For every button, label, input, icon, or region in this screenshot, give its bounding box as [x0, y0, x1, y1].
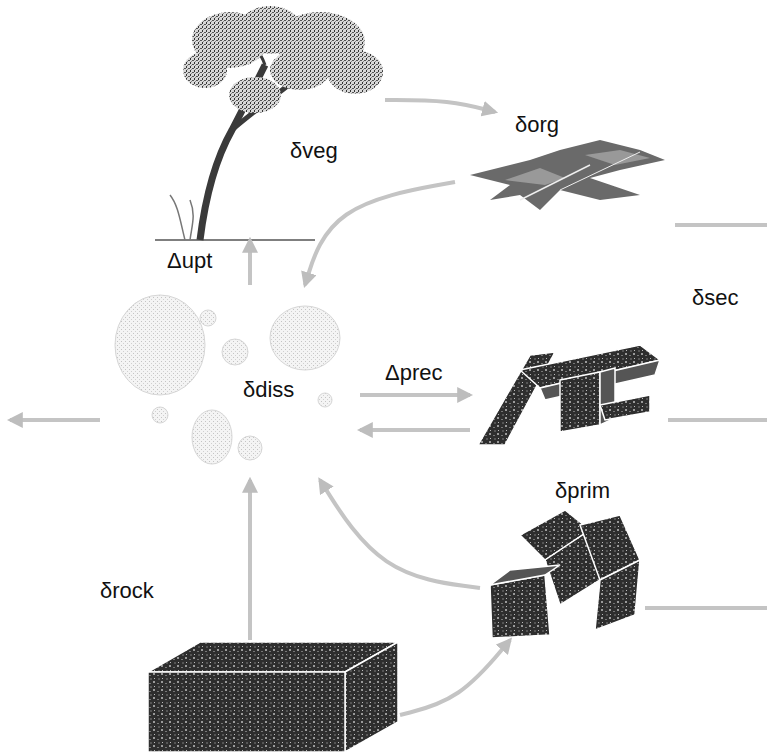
flux-label: Δupt	[165, 248, 214, 273]
primary-minerals	[490, 510, 640, 638]
pool-label: δprim	[555, 478, 610, 503]
precipitate-crystal	[478, 345, 660, 445]
litter-illustration	[470, 140, 665, 210]
pool-label: δorg	[515, 112, 559, 137]
flux-label: Δprec	[383, 360, 445, 385]
bedrock-block	[148, 642, 398, 752]
pool-label: δrock	[100, 578, 154, 603]
flux-arrow	[248, 240, 252, 285]
vegetation-pool: δveg	[150, 0, 385, 240]
organic-pool: δorg	[455, 112, 670, 215]
pool-label: δdiss	[243, 377, 294, 402]
flux-arrow	[248, 480, 252, 640]
secondary-pool: δsec	[470, 335, 665, 450]
flux-arrow	[360, 393, 470, 397]
dissolved-pool	[115, 295, 340, 464]
primary-pool: δprim	[480, 478, 645, 640]
flux-arrow	[360, 428, 470, 432]
flux-lines	[10, 225, 767, 608]
tree-illustration	[155, 6, 383, 240]
flux-arrow	[320, 480, 480, 588]
pool-label: δsec	[692, 285, 738, 310]
dissolved-pool: δdiss	[105, 285, 360, 480]
rock-pool: δrock	[145, 640, 400, 752]
pool-label: δveg	[290, 138, 338, 163]
flux-arrow	[305, 182, 455, 285]
flux-arrow	[400, 640, 510, 715]
flux-arrow	[385, 100, 495, 112]
